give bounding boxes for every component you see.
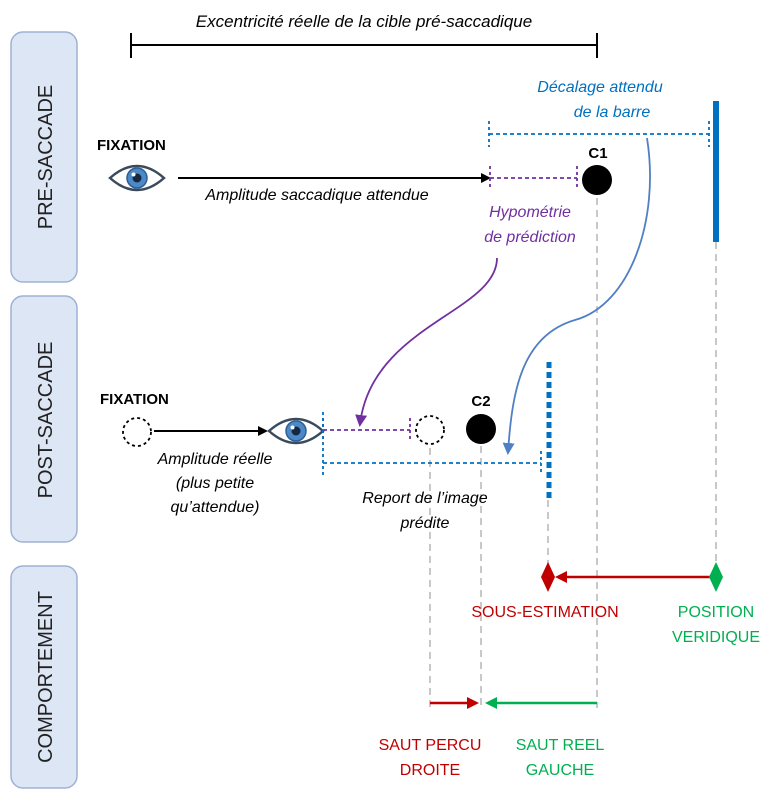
hypometry-transfer-arrow [355,257,498,427]
expected-amplitude-label: Amplitude saccadique attendue [204,187,428,204]
underestimation-marker [541,562,555,592]
section-label-behavior: COMPORTEMENT [35,591,57,763]
hypometry-label-2: de prédiction [484,229,576,246]
real-amplitude-label-3: qu’attendue) [171,499,260,516]
hypometry-label-1: Hypométrie [489,204,571,221]
hypometry-bracket [489,166,578,190]
section-panel-behavior: COMPORTEMENT [10,565,78,789]
report-label-2: prédite [400,515,450,532]
underestimation-label: SOUS-ESTIMATION [471,604,618,621]
bar-offset-label-2: de la barre [574,104,651,121]
eccentricity-bracket [130,33,598,58]
bar-offset-bracket [488,121,710,147]
target-c2-label: C2 [471,393,490,410]
real-amplitude-label-2: (plus petite [176,475,254,492]
eccentricity-label: Excentricité réelle de la cible pré-sacc… [196,12,532,31]
report-bracket [322,412,542,475]
post-fixation-label: FIXATION [100,391,169,408]
pre-fixation-label: FIXATION [97,137,166,154]
eye-icon [267,417,325,445]
section-panel-pre: PRE-SACCADE [10,31,78,283]
eye-icon [108,164,166,192]
veridical-label-1: POSITION [678,604,754,621]
predicted-target [415,415,445,445]
bar-offset-label-1: Décalage attendu [537,79,663,96]
section-label-post: POST-SACCADE [35,342,57,499]
real-jump-label-2: GAUCHE [526,762,594,779]
veridical-label-2: VERIDIQUE [672,629,760,646]
target-c2 [466,414,496,444]
old-fixation-point [122,417,152,447]
report-label-1: Report de l’image [362,490,488,507]
perceived-jump-label-2: DROITE [400,762,460,779]
bar-veridical [713,101,719,242]
real-amplitude-label-1: Amplitude réelle [157,451,273,468]
target-c1 [582,165,612,195]
target-c1-label: C1 [588,145,607,162]
section-label-pre: PRE-SACCADE [35,85,57,229]
offset-transfer-arrow [502,137,651,455]
real-jump-label-1: SAUT REEL [516,737,605,754]
post-hypometry-bracket [322,418,411,442]
vertical-guides [429,198,717,708]
perceived-jump-label-1: SAUT PERCU [379,737,482,754]
veridical-marker [709,562,723,592]
section-panel-post: POST-SACCADE [10,295,78,543]
